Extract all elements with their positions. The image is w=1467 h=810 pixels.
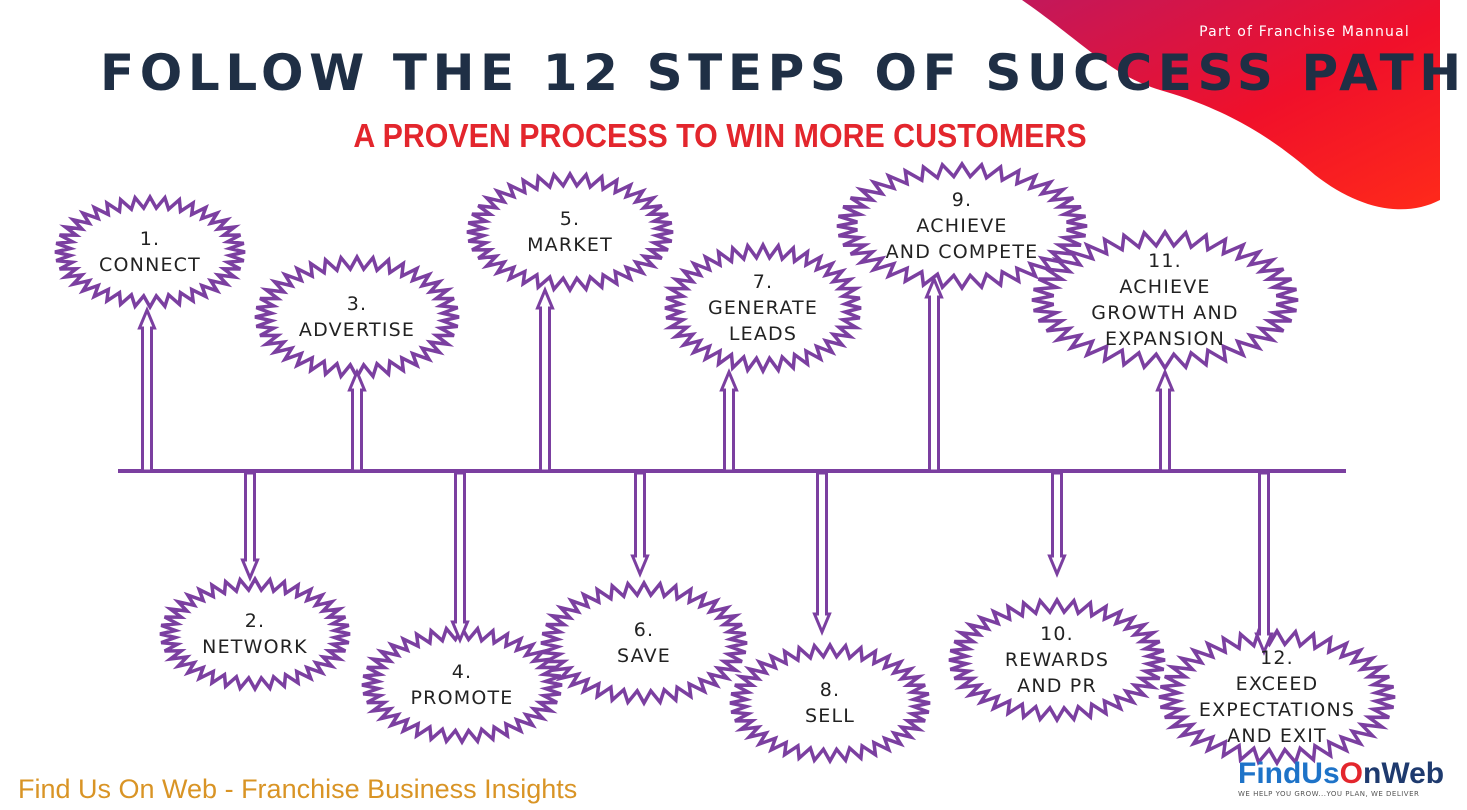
map-pin-icon: O [1339,757,1364,790]
step-label-7: 7. GENERATE LEADS [708,269,818,347]
step-label-11: 11. ACHIEVE GROWTH AND EXPANSION [1091,248,1238,352]
step-badge-12 [1158,627,1396,767]
step-number: 5. [559,208,581,230]
step-badges [54,160,1396,767]
step-label-line: SAVE [617,645,671,667]
step-label-line: GENERATE [707,297,819,319]
step-label-line: ACHIEVE [1119,276,1211,298]
up-arrow-step-3 [347,368,367,473]
step-label-line: EXCEED [1235,673,1319,695]
step-label-line: AND COMPETE [885,241,1039,263]
step-label-line: PROMOTE [410,687,514,709]
page-title: FOLLOW THE 12 STEPS OF SUCCESS PATH [100,44,1467,102]
step-arrows [137,275,1274,656]
down-arrow-step-10 [1047,471,1067,578]
step-label-12: 12. EXCEED EXPECTATIONS AND EXIT [1199,645,1355,749]
step-label-line: ADVERTISE [298,319,416,341]
down-arrow-step-6 [630,471,650,578]
step-label-1: 1. CONNECT [99,226,201,278]
down-arrow-step-12 [1254,471,1274,656]
up-arrow-step-9 [924,275,944,473]
step-badge-5 [466,170,674,294]
manual-tagline: Part of Franchise Mannual [1199,24,1410,40]
step-number: 8. [819,679,841,701]
step-badge-7 [663,241,863,375]
step-label-line: CONNECT [99,254,201,276]
step-badge-8 [729,641,931,765]
step-badge-10 [948,596,1166,724]
step-badge-3 [254,253,460,381]
step-label-line: LEADS [728,323,798,345]
footer-text: Find Us On Web - Franchise Business Insi… [18,774,578,804]
up-arrow-step-11 [1155,368,1175,473]
step-badge-1 [54,193,246,311]
down-arrow-step-2 [240,471,260,582]
step-label-line: NETWORK [202,636,308,658]
logo-tagline: WE HELP YOU GROW...YOU PLAN, WE DELIVER [1238,790,1420,798]
findusonweb-logo: FindUsOnWeb WE HELP YOU GROW...YOU PLAN,… [1238,758,1444,799]
step-label-line: GROWTH AND [1091,302,1239,324]
logo-part1: FindUs [1238,757,1340,790]
logo-wordmark: FindUsOnWeb [1238,758,1444,790]
step-label-line: AND PR [1017,675,1097,697]
step-label-line: SELL [804,705,856,727]
step-label-2: 2. NETWORK [202,608,308,660]
step-number: 10. [1040,623,1074,645]
step-label-6: 6. SAVE [617,617,671,669]
down-arrow-step-8 [812,471,832,636]
page-subtitle: A PROVEN PROCESS TO WIN MORE CUSTOMERS [353,117,1087,154]
step-number: 3. [346,293,368,315]
step-number: 7. [752,271,774,293]
step-number: 12. [1260,647,1294,669]
up-arrow-step-7 [719,368,739,473]
step-number: 6. [633,619,655,641]
step-label-line: MARKET [527,234,613,256]
step-number: 4. [451,661,473,683]
down-arrow-step-4 [450,471,470,644]
step-number: 1. [139,228,161,250]
step-badge-11 [1031,228,1299,372]
step-label-9: 9. ACHIEVE AND COMPETE [886,187,1039,265]
step-badge-2 [159,575,351,693]
step-number: 11. [1148,250,1182,272]
step-badge-6 [540,579,748,707]
step-label-10: 10. REWARDS AND PR [1005,621,1109,699]
step-label-line: EXPANSION [1104,328,1226,350]
step-badge-4 [361,624,563,746]
step-label-5: 5. MARKET [527,206,613,258]
step-label-line: REWARDS [1004,649,1110,671]
up-arrow-step-5 [535,286,555,473]
step-number: 2. [244,610,266,632]
step-label-3: 3. ADVERTISE [299,291,415,343]
step-number: 9. [951,189,973,211]
logo-part2: nWeb [1363,757,1445,790]
up-arrow-step-1 [137,306,157,473]
step-label-line: EXPECTATIONS [1198,699,1356,721]
step-label-line: ACHIEVE [916,215,1008,237]
step-label-4: 4. PROMOTE [411,659,514,711]
step-label-8: 8. SELL [805,677,855,729]
step-label-line: AND EXIT [1227,725,1327,747]
